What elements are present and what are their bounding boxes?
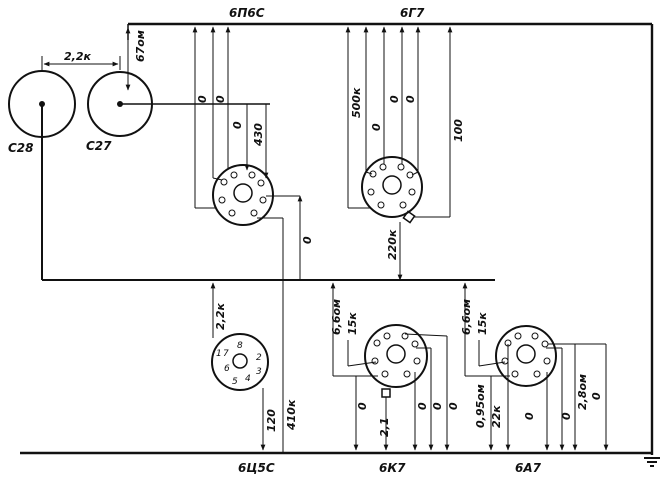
measurements-6k7 bbox=[330, 282, 450, 451]
svg-text:4: 4 bbox=[245, 374, 251, 384]
svg-text:6: 6 bbox=[224, 364, 230, 374]
tube-label-6g7: 6Г7 bbox=[400, 6, 425, 20]
svg-text:5: 5 bbox=[232, 377, 238, 387]
tube-socket-6k7 bbox=[364, 324, 428, 398]
label-6c5s-a: 2,2к bbox=[214, 303, 227, 330]
svg-text:1: 1 bbox=[216, 349, 222, 359]
label-6p6s-b: 0 bbox=[214, 95, 227, 103]
label-6g7-e: 100 bbox=[452, 119, 465, 142]
tube-socket-6g7 bbox=[361, 156, 423, 224]
label-6g7-f: 220к bbox=[386, 229, 399, 260]
label-6a7-f: 0 bbox=[560, 412, 573, 420]
svg-text:8: 8 bbox=[237, 341, 243, 351]
label-6g7-c: 0 bbox=[404, 95, 417, 103]
label-6k7-c: 0 bbox=[356, 402, 369, 410]
tube-socket-6p6s bbox=[212, 164, 274, 226]
tube-label-6k7: 6К7 bbox=[379, 461, 406, 475]
label-6g7-a: 500к bbox=[350, 87, 363, 118]
capacitor-c27 bbox=[87, 71, 153, 137]
label-6a7-g: 2,8ом bbox=[576, 374, 589, 410]
c28-label: C28 bbox=[8, 141, 34, 155]
measurements-6a7 bbox=[462, 282, 609, 451]
svg-text:2: 2 bbox=[256, 353, 262, 363]
ground-icon bbox=[644, 457, 660, 467]
label-6p6s-e: 0 bbox=[301, 236, 314, 244]
tube-label-6a7: 6А7 bbox=[515, 461, 542, 475]
tube-label-6p6s: 6П6С bbox=[229, 6, 265, 20]
chassis-wires bbox=[20, 22, 654, 455]
c27-label: C27 bbox=[86, 139, 112, 153]
label-6k7-b: 15к bbox=[346, 312, 359, 335]
measurements-6p6s bbox=[192, 26, 303, 453]
label-6a7-b: 15к bbox=[476, 312, 489, 335]
capacitor-spacing-label: 2,2к bbox=[64, 50, 91, 63]
label-6g7-b: 0 bbox=[388, 95, 401, 103]
capacitor-c28 bbox=[8, 70, 76, 138]
label-6a7-a: 6,6ом bbox=[460, 299, 473, 335]
tube-socket-6a7 bbox=[495, 325, 557, 387]
measurements-6c5s bbox=[210, 282, 266, 451]
label-6k7-g: 0 bbox=[447, 402, 460, 410]
label-6k7-f: 0 bbox=[431, 402, 444, 410]
label-6g7-d: 0 bbox=[370, 123, 383, 131]
svg-text:3: 3 bbox=[256, 367, 262, 377]
label-6c5s-c: 410к bbox=[285, 399, 298, 431]
label-6k7-e: 0 bbox=[416, 402, 429, 410]
label-6k7-d: 2,1 bbox=[378, 418, 391, 438]
label-6a7-h: 0 bbox=[590, 392, 603, 400]
tube-label-6c5s: 6Ц5С bbox=[238, 461, 275, 475]
label-6c5s-b: 120 bbox=[265, 409, 278, 432]
label-6k7-a: 6,6ом bbox=[330, 299, 343, 335]
label-6a7-e: 0 bbox=[523, 412, 536, 420]
label-6a7-d: 22к bbox=[490, 405, 503, 428]
tube-socket-6c5s: 7 8 1 2 3 4 5 6 bbox=[211, 333, 269, 391]
measurements-6g7 bbox=[345, 26, 453, 281]
label-6p6s-a: 0 bbox=[196, 95, 209, 103]
c27-resistance-label: 67ом bbox=[134, 30, 147, 62]
label-6p6s-d: 430 bbox=[252, 123, 265, 147]
label-6a7-c: 0,95ом bbox=[474, 384, 487, 428]
label-6p6s-c: 0 bbox=[231, 121, 244, 129]
svg-text:7: 7 bbox=[223, 349, 229, 359]
